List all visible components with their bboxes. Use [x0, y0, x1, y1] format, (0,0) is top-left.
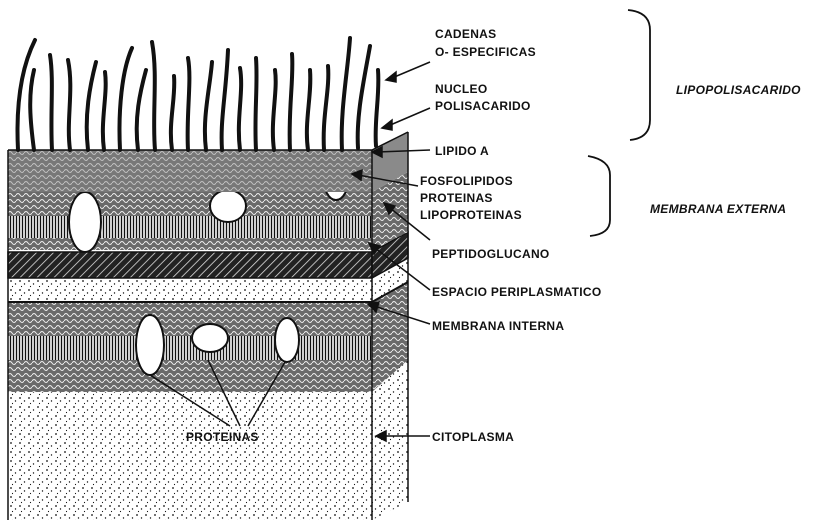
inner-protein-2: [192, 324, 228, 352]
inner-protein-1: [136, 315, 164, 375]
label-peptidoglucano: PEPTIDOGLUCANO: [432, 247, 550, 261]
label-lipido-a: LIPIDO A: [435, 144, 489, 158]
o-specific-chains: [18, 38, 379, 150]
label-membrana-interna: MEMBRANA INTERNA: [432, 319, 564, 333]
label-nucleo-1: NUCLEO: [435, 82, 487, 96]
label-cadenas-2: O- ESPECIFICAS: [435, 45, 536, 59]
label-espacio-periplasmatico: ESPACIO PERIPLASMATICO: [432, 285, 602, 299]
group-label-lipopolisacarido: LIPOPOLISACARIDO: [676, 83, 801, 97]
group-label-membrana-externa: MEMBRANA EXTERNA: [650, 202, 786, 216]
brace-membrana-externa: [588, 156, 610, 236]
label-citoplasma: CITOPLASMA: [432, 430, 514, 444]
label-nucleo-2: POLISACARIDO: [435, 99, 531, 113]
outer-protein-1: [69, 192, 101, 252]
outer-protein-2: [210, 190, 246, 222]
label-cadenas-1: CADENAS: [435, 27, 496, 41]
inner-protein-3: [275, 318, 299, 362]
label-fosfolipidos: FOSFOLIPIDOS: [420, 174, 513, 188]
brace-lipopolisacarido: [628, 10, 650, 140]
label-proteinas-ext: PROTEINAS: [420, 191, 493, 205]
label-proteinas-inner: PROTEINAS: [186, 430, 259, 444]
label-lipoproteinas: LIPOPROTEINAS: [420, 208, 522, 222]
group-braces: [588, 10, 650, 236]
